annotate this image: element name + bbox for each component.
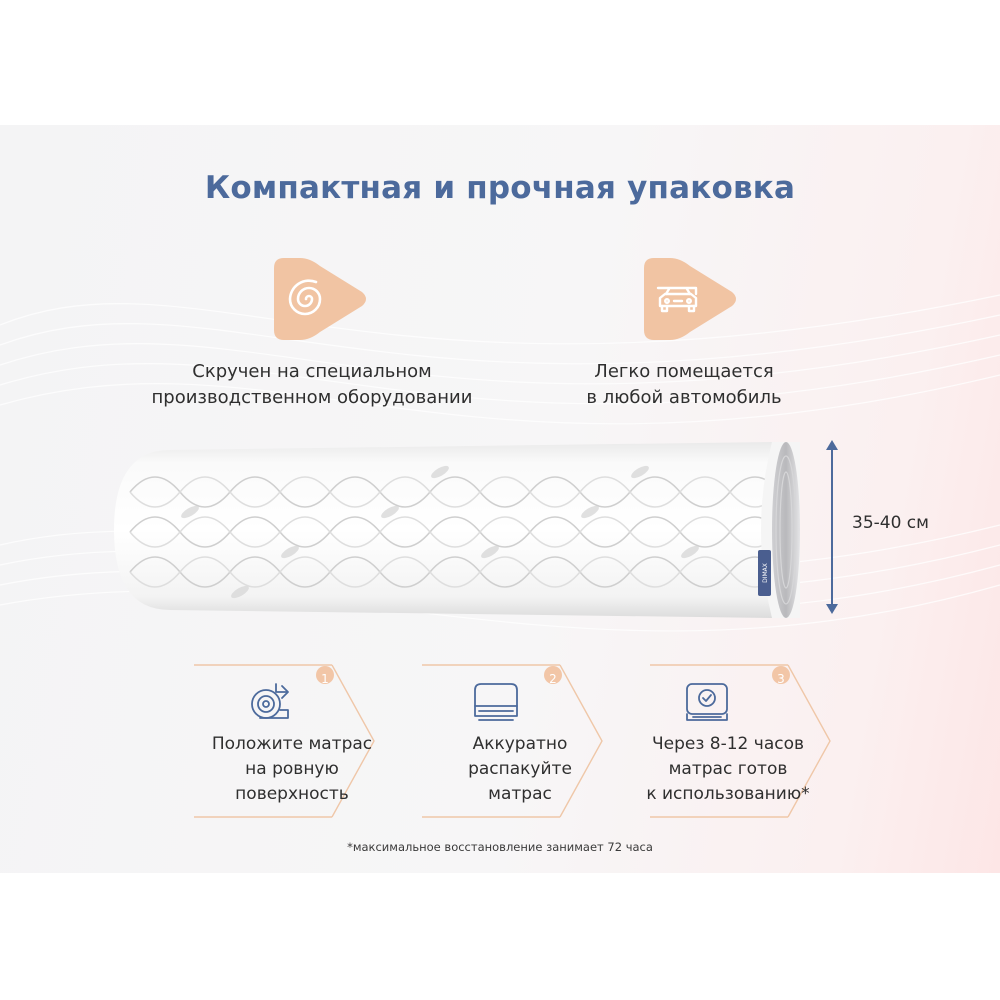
- step-number: 3: [777, 672, 785, 686]
- step-2: 2 Аккуратно распакуйте матрас: [420, 664, 650, 818]
- page-title: Компактная и прочная упаковка: [204, 170, 796, 206]
- brand-tag: [758, 550, 771, 596]
- step-2-text: Аккуратно распакуйте матрас: [468, 734, 572, 804]
- step-frame: [194, 664, 375, 818]
- height-label: 35-40 см: [852, 513, 929, 533]
- step-1-text: Положите матрас на ровную поверхность: [211, 734, 373, 804]
- step-1: 1 Положите матрас на ровную поверхность: [192, 664, 422, 818]
- step-3-text: Через 8-12 часов матрас готов к использо…: [646, 734, 810, 804]
- step-number: 2: [549, 672, 557, 686]
- step-number: 1: [321, 672, 329, 686]
- footnote: *максимальное восстановление занимает 72…: [347, 840, 653, 854]
- step-3: 3 Через 8-12 часов матрас готов к исполь…: [646, 664, 878, 818]
- feature-car-text: Легко помещается в любой автомобиль: [586, 361, 782, 408]
- rolled-mattress-image: DIMAX: [114, 442, 800, 618]
- brand-tag-label: DIMAX: [762, 563, 769, 583]
- ready-mattress-icon: [686, 683, 728, 721]
- unroll-mattress-icon: [251, 683, 289, 719]
- feature-rolled-text: Скручен на специальном производственном …: [151, 361, 473, 408]
- spiral-icon: [274, 258, 366, 340]
- height-arrow-icon: [826, 440, 838, 614]
- unpack-mattress-icon: [474, 683, 518, 721]
- car-icon: [644, 258, 736, 340]
- step-frame: [422, 664, 603, 818]
- step-frame: [650, 664, 831, 818]
